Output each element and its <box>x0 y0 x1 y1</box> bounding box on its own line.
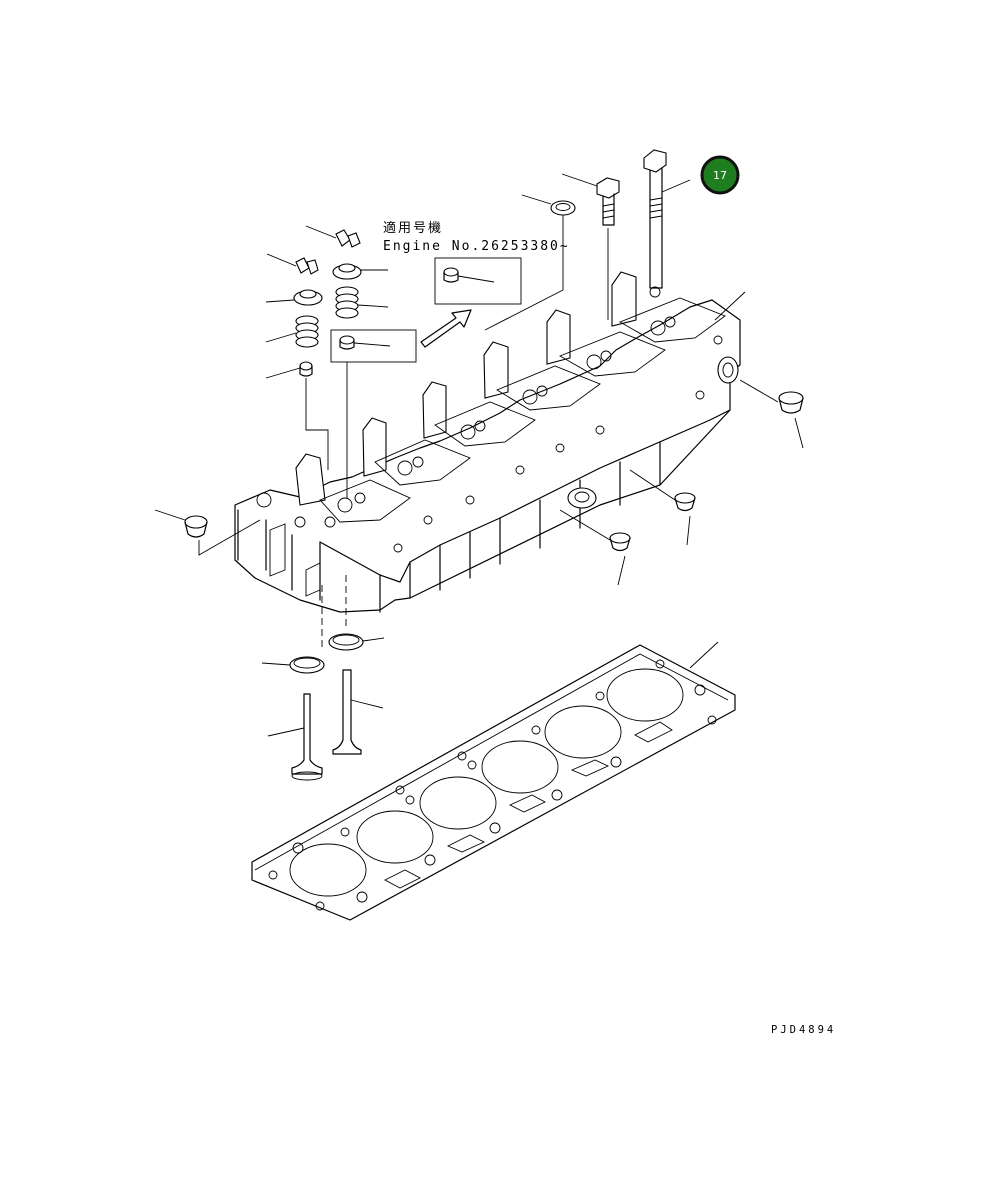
spring-retainer-left[interactable] <box>265 289 323 306</box>
callout-badge[interactable]: 17 <box>700 155 740 195</box>
inset-box-seal-2[interactable] <box>434 257 522 305</box>
callout-badge-circle <box>700 155 740 195</box>
valve-spring-right[interactable] <box>335 286 389 319</box>
bolt-short[interactable] <box>561 173 620 320</box>
valve-spring-left[interactable] <box>265 315 319 348</box>
cylinder-head[interactable] <box>234 271 746 613</box>
callout-number: 17 <box>713 169 727 182</box>
intake-valve[interactable] <box>332 669 384 755</box>
valve-seat-insert-left[interactable] <box>261 656 325 674</box>
engine-number-label: Engine No.26253380~ <box>383 239 570 254</box>
direction-arrow <box>420 309 472 348</box>
applicability-label-jp: 適用号機 <box>383 220 443 236</box>
valve-stem-seal-left[interactable] <box>265 361 329 470</box>
expansion-plug-2[interactable] <box>629 469 696 546</box>
valve-seat-insert-right[interactable] <box>328 633 385 651</box>
cylinder-head-gasket[interactable] <box>251 641 736 921</box>
bolt-long[interactable] <box>643 149 691 289</box>
valve-collet-2[interactable] <box>266 253 319 275</box>
expansion-plug-4[interactable] <box>154 509 261 556</box>
drawing-code: PJD4894 <box>771 1024 836 1036</box>
inset-box-seal-1[interactable] <box>330 329 417 498</box>
exhaust-valve[interactable] <box>267 693 323 781</box>
expansion-plug-3[interactable] <box>559 509 631 586</box>
expansion-plug-1[interactable] <box>739 379 804 449</box>
seal-ring-top[interactable] <box>484 194 576 331</box>
valve-collet-1[interactable] <box>305 225 361 248</box>
spring-retainer-right[interactable] <box>332 263 388 280</box>
